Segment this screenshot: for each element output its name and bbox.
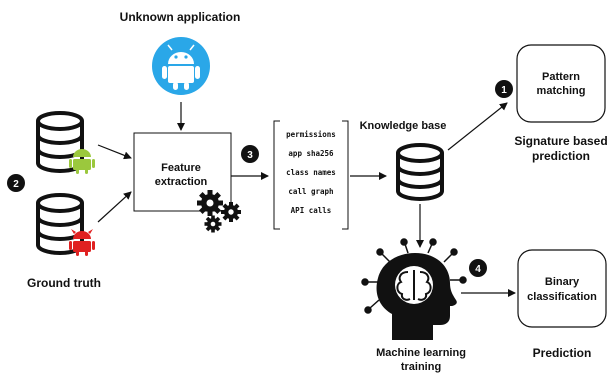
binary-classification-box [517, 249, 607, 328]
ml-training-line2: training [401, 361, 441, 373]
pattern-matching-box [516, 44, 606, 123]
feature-item: app sha256 [288, 149, 334, 158]
knowledge-base-label: Knowledge base [360, 120, 447, 132]
step-badge-4: 4 [469, 259, 487, 277]
signature-prediction-line2: prediction [532, 149, 590, 163]
arrow-kb-to-pattern-matching [447, 102, 508, 151]
step-badge-2: 2 [7, 174, 25, 192]
feature-item: API calls [291, 206, 332, 215]
signature-prediction-line1: Signature based [514, 134, 607, 148]
android-icon [152, 37, 210, 95]
step-badge-1: 1 [495, 80, 513, 98]
android-icon [69, 149, 95, 174]
pattern-matching-line1: Pattern [542, 71, 580, 83]
feature-item: permissions [286, 130, 336, 139]
feature-item: call graph [288, 187, 333, 196]
prediction-label: Prediction [533, 346, 592, 360]
features-bracket [273, 120, 349, 230]
svg-text:3: 3 [247, 150, 253, 161]
ground-truth-label: Ground truth [27, 276, 101, 290]
step-badge-3: 3 [241, 145, 259, 163]
binary-classification-line2: classification [527, 291, 597, 303]
binary-classification-line1: Binary [545, 276, 580, 288]
feature-item: class names [286, 168, 336, 177]
feature-extraction-line1: Feature [161, 162, 201, 174]
arrow-benign-to-extraction [97, 144, 132, 160]
svg-text:4: 4 [475, 264, 481, 275]
ai-brain-head-icon [361, 238, 467, 340]
svg-text:2: 2 [13, 179, 19, 190]
pattern-matching-line2: matching [537, 85, 586, 97]
feature-extraction-line2: extraction [155, 176, 208, 188]
android-malware-icon [69, 229, 95, 256]
unknown-app-title: Unknown application [120, 10, 241, 24]
gears-icon [197, 190, 241, 233]
arrow-malware-to-extraction [97, 191, 132, 223]
ml-training-line1: Machine learning [376, 347, 466, 359]
svg-text:1: 1 [501, 85, 507, 96]
knowledge-base-database-icon [396, 143, 444, 201]
